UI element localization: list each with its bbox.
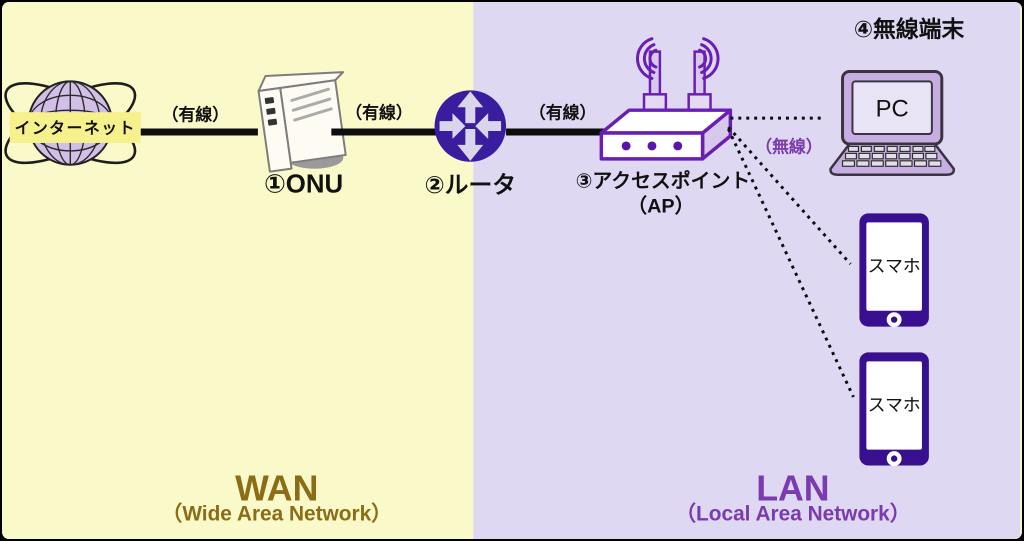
lan-title: LAN [756,468,829,508]
wireless-label: （無線） [755,136,822,156]
smartphone-icon-1 [859,213,929,328]
terminals-heading: ④無線端末 [854,16,965,42]
phone1-label: スマホ [868,256,921,276]
laptop-screen [851,80,933,136]
lan-subtitle: （Local Area Network） [675,502,910,526]
wifi-waves-icon [635,37,720,80]
phone1-screen [866,222,922,311]
wireless-links [727,116,855,398]
smartphone-icon-2 [859,352,929,467]
phone2-label: スマホ [868,395,921,415]
phone2-home-dot [890,455,898,462]
onu-modem-icon [257,71,347,173]
onu-front-face [257,86,293,173]
router-icon [434,90,507,162]
onu-leds [264,97,278,126]
ap-led-dots [621,141,683,151]
ap-label-line2: （AP） [627,194,694,217]
router-circle [434,90,507,162]
internet-label: インターネット [14,120,136,138]
phone2-screen [866,361,922,450]
wan-subtitle: （Wide Area Network） [161,502,392,526]
wireless-link-ap-phone2 [727,128,855,398]
phone1-home-dot [890,316,898,323]
wired-label-2: （有線） [345,103,412,123]
internet-label-box [9,112,141,143]
laptop-keys [841,145,942,167]
router-label: ②ルータ [425,172,517,199]
ap-body [599,108,733,161]
wan-title: WAN [235,468,318,508]
pc-label: PC [876,96,909,123]
wired-label-3: （有線） [529,103,596,123]
wired-label-1: （有線） [162,105,229,125]
access-point-icon [599,37,733,161]
laptop-icon [829,69,956,176]
onu-label: ①ONU [264,171,343,199]
wireless-link-ap-phone1 [727,126,852,266]
onu-vents [290,87,333,122]
ap-label-line1: ③アクセスポイント [576,170,751,193]
